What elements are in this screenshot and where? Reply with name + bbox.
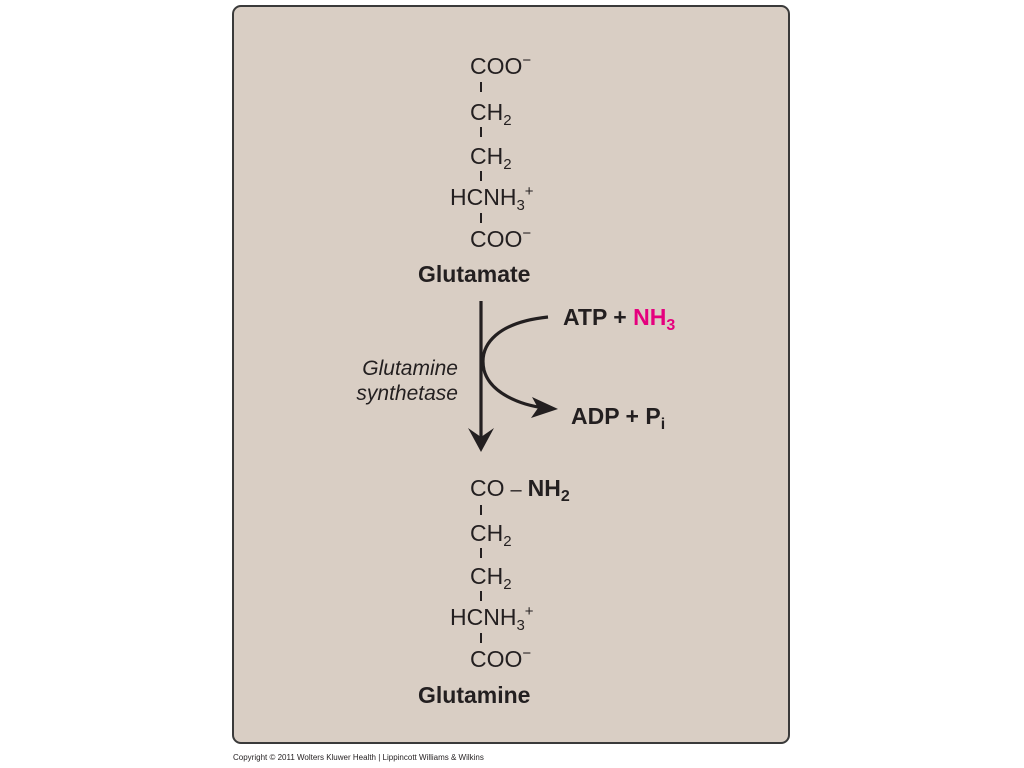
bond-line <box>480 171 482 181</box>
glutamate-coo-top: COO− <box>470 52 532 79</box>
amide-nh2: NH2 <box>527 475 570 505</box>
glutamine-co-nh2: CO–NH2 <box>470 475 570 505</box>
ammonia-label: NH3 <box>633 304 676 334</box>
bond-line <box>480 505 482 515</box>
glutamine-label: Glutamine <box>418 682 531 708</box>
glutamate-ch2-b: CH2 <box>470 143 512 173</box>
glutamine-coo: COO− <box>470 645 532 672</box>
bond-line <box>480 82 482 92</box>
glutamine-hcnh3: HCNH3+ <box>450 603 534 634</box>
glutamate-coo-bottom: COO− <box>470 225 532 252</box>
glutamine-ch2-b: CH2 <box>470 563 512 593</box>
copyright-notice: Copyright © 2011 Wolters Kluwer Health |… <box>233 753 484 762</box>
reactants-atp-nh3: ATP + NH3 <box>563 304 676 334</box>
bond-line <box>480 548 482 558</box>
bond-line <box>480 591 482 601</box>
glutamate-label: Glutamate <box>418 261 531 287</box>
glutamate-ch2-a: CH2 <box>470 99 512 129</box>
glutamine-ch2-a: CH2 <box>470 520 512 550</box>
enzyme-label: Glutamine synthetase <box>336 356 458 406</box>
bond-line <box>480 633 482 643</box>
bond-line <box>480 127 482 137</box>
products-adp-pi: ADP + Pi <box>571 403 666 433</box>
enzyme-line-2: synthetase <box>356 382 458 405</box>
glutamate-hcnh3: HCNH3+ <box>450 183 534 214</box>
bond-line <box>480 213 482 223</box>
enzyme-line-1: Glutamine <box>362 357 458 380</box>
